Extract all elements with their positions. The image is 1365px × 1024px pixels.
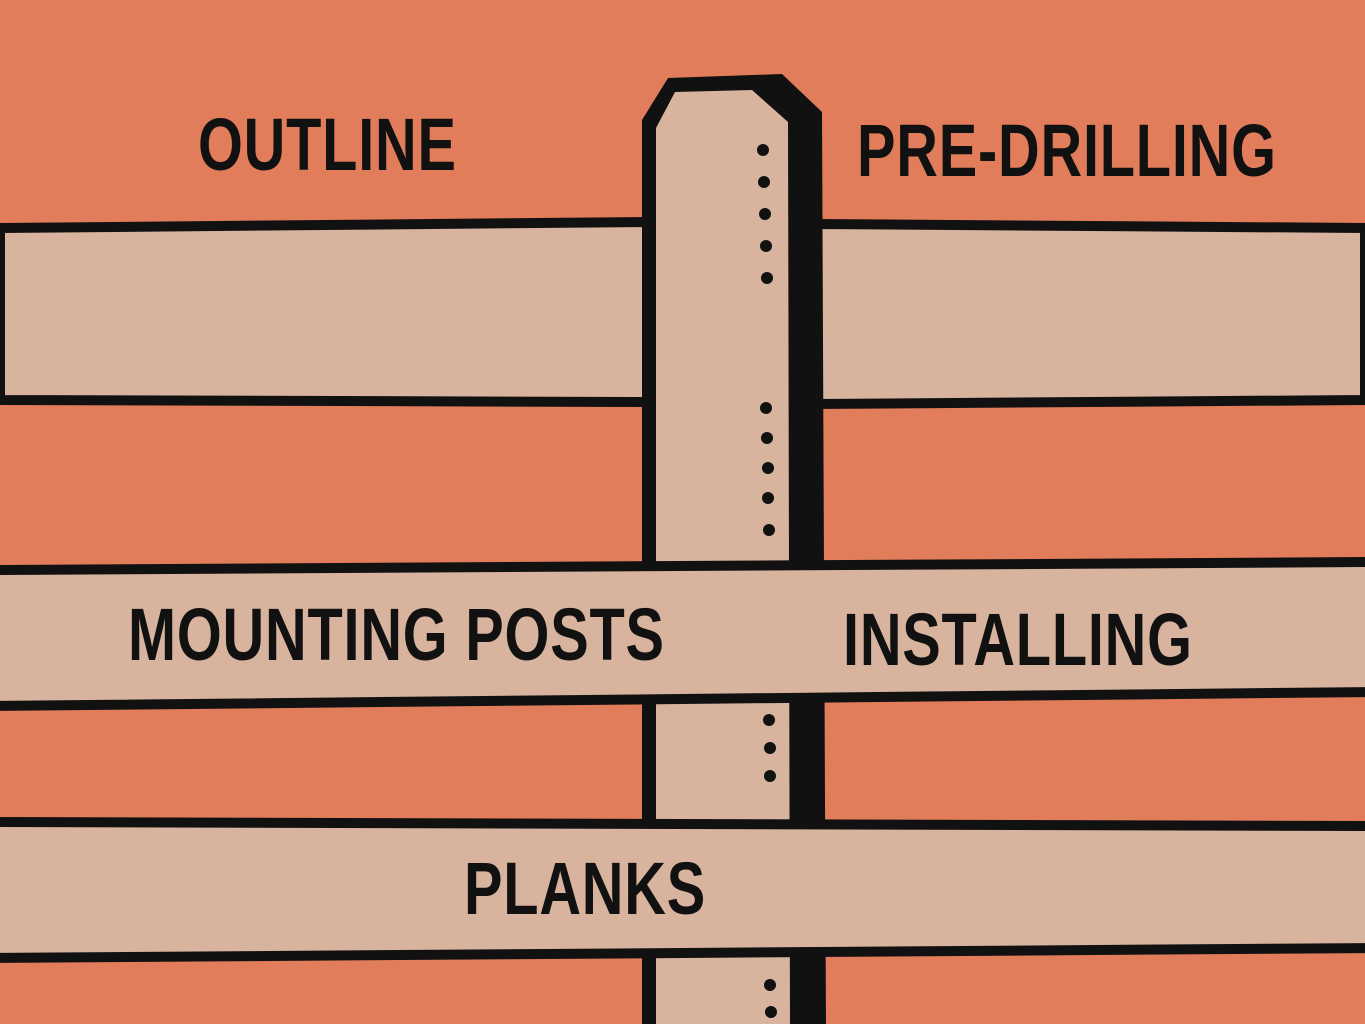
screw-hole bbox=[761, 432, 773, 444]
screw-hole bbox=[760, 402, 772, 414]
label-mounting-posts: MOUNTING POSTS bbox=[128, 593, 665, 676]
screw-hole bbox=[764, 742, 776, 754]
label-outline: OUTLINE bbox=[198, 103, 457, 186]
screw-hole bbox=[759, 208, 771, 220]
label-installing: INSTALLING bbox=[843, 598, 1193, 681]
screw-hole bbox=[764, 770, 776, 782]
screw-hole bbox=[762, 492, 774, 504]
middle-plank bbox=[0, 557, 1365, 711]
screw-holes bbox=[757, 144, 777, 1018]
screw-hole bbox=[764, 979, 776, 991]
bottom-plank bbox=[0, 817, 1365, 963]
screw-hole bbox=[761, 272, 773, 284]
screw-hole bbox=[763, 524, 775, 536]
screw-hole bbox=[763, 714, 775, 726]
screw-hole bbox=[762, 462, 774, 474]
label-pre-drilling: PRE-DRILLING bbox=[857, 109, 1277, 192]
label-planks: PLANKS bbox=[464, 847, 706, 930]
screw-hole bbox=[757, 144, 769, 156]
screw-hole bbox=[765, 1006, 777, 1018]
screw-hole bbox=[760, 240, 772, 252]
screw-hole bbox=[758, 176, 770, 188]
fence-post bbox=[642, 74, 826, 1024]
